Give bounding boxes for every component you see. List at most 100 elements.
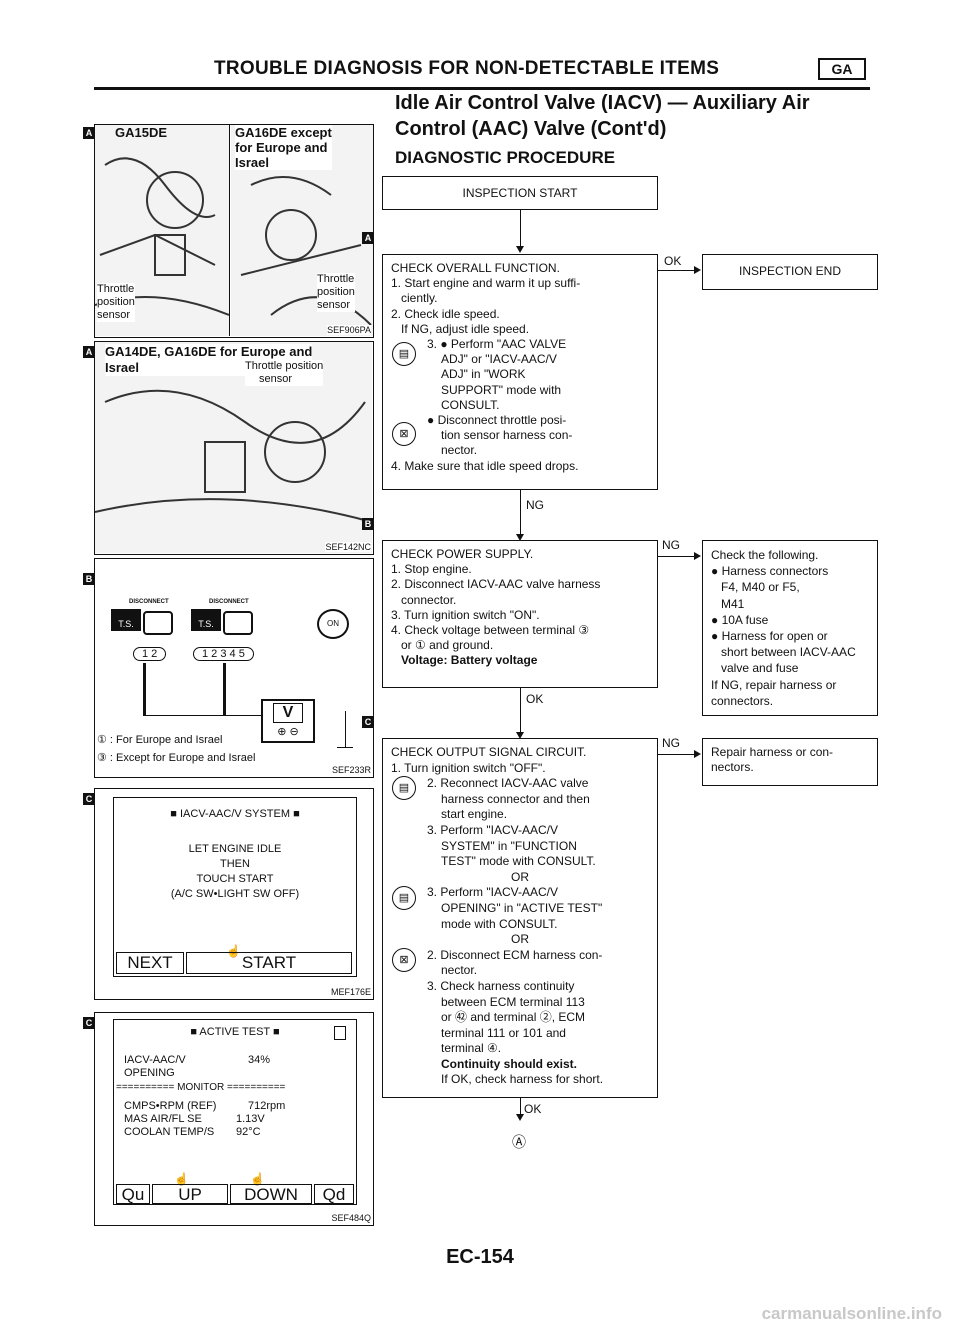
flow-connector: [520, 1098, 521, 1116]
flow-arrow: [694, 750, 701, 758]
ng-label: NG: [662, 736, 680, 750]
flow-connector: [658, 270, 696, 271]
checkbox-icon: [334, 1026, 346, 1040]
ng-label: NG: [662, 538, 680, 552]
flow-arrow: [694, 266, 701, 274]
disconnect-label-2: DISCONNECT: [209, 599, 249, 605]
figure-code: MEF176E: [330, 987, 371, 997]
screen-heading: ■ IACV-AAC/V SYSTEM ■: [170, 808, 300, 820]
engine-illustration: [95, 389, 372, 523]
ignition-on-icon: ON: [317, 609, 349, 639]
ng-label: NG: [526, 498, 544, 512]
hand-icon: ☝: [226, 944, 241, 958]
flow-arrow: [516, 246, 524, 253]
check-overall-function-box: CHECK OVERALL FUNCTION. 1. Start engine …: [382, 254, 658, 490]
flow-tag-c: C: [362, 716, 374, 728]
header-rule: [94, 87, 870, 90]
ts-icon: T.S.: [111, 609, 141, 631]
flow-connector: [520, 210, 521, 248]
page-subtitle-line1: Idle Air Control Valve (IACV) — Auxiliar…: [395, 92, 810, 114]
qu-button[interactable]: Qu: [116, 1184, 150, 1204]
start-button[interactable]: START: [186, 952, 352, 974]
section-badge: GA: [818, 58, 866, 80]
flow-connector: [658, 754, 696, 755]
figure-code: SEF142NC: [325, 542, 371, 552]
section-heading: DIAGNOSTIC PROCEDURE: [395, 148, 616, 167]
consult-icon: ▤: [392, 886, 416, 910]
next-button[interactable]: NEXT: [116, 952, 184, 974]
inspection-start-box: INSPECTION START: [382, 176, 658, 210]
disconnect-label-1: DISCONNECT: [129, 599, 169, 605]
engine-photo-ga14de: [95, 342, 372, 553]
figure-code: SEF233R: [331, 765, 371, 775]
badge-label: GA: [831, 61, 853, 77]
hand-icon: ☝: [174, 1172, 189, 1186]
ground-lead: [345, 711, 346, 747]
ok-label: OK: [664, 254, 682, 268]
disconnect-icon: ⊠: [392, 948, 416, 972]
probe-lead: [223, 663, 226, 715]
watermark: carmanualsonline.info: [761, 1304, 942, 1323]
figure-b-note-2: ③ : Except for Europe and Israel: [97, 752, 256, 764]
figure-a1-title: GA15DE: [115, 125, 168, 140]
qd-button[interactable]: Qd: [314, 1184, 354, 1204]
flow-connector: [520, 688, 521, 734]
flow-connector: [520, 490, 521, 536]
flow-arrow: [516, 534, 524, 541]
flow-tag-a: A: [362, 232, 374, 244]
flow-arrow: [694, 552, 701, 560]
page-title: TROUBLE DIAGNOSIS FOR NON-DETECTABLE ITE…: [214, 58, 720, 79]
inspection-end-box: INSPECTION END: [702, 254, 878, 290]
check-following-box: Check the following. ● Harness connector…: [702, 540, 878, 716]
flow-connector: [658, 556, 696, 557]
figure-code: SEF906PA: [327, 325, 371, 335]
probe-lead: [143, 715, 263, 716]
probe-lead: [143, 663, 146, 715]
monitor-divider: ========== MONITOR ==========: [116, 1082, 286, 1093]
flow-arrow: [516, 1114, 524, 1121]
up-button[interactable]: UP: [152, 1184, 228, 1204]
connector-icon: [223, 611, 253, 635]
ts-icon: T.S.: [191, 609, 221, 631]
flow-arrow: [516, 732, 524, 739]
page-number: EC-154: [446, 1246, 514, 1268]
voltmeter-icon: V ⊕ ⊖: [261, 699, 315, 743]
consult-icon: ▤: [392, 776, 416, 800]
ground-symbol: [337, 747, 353, 748]
repair-harness-box: Repair harness or con- nectors.: [702, 738, 878, 786]
connector-pins-2: 1 2 3 4 5: [193, 647, 254, 661]
screen-heading: ■ ACTIVE TEST ■: [190, 1026, 280, 1038]
figure-tag-a: A: [83, 346, 95, 358]
page-subtitle-line2: Control (AAC) Valve (Cont'd): [395, 118, 667, 140]
figure-divider: [229, 125, 230, 336]
figure-tag-c: C: [83, 1017, 95, 1029]
figure-tag-a: A: [83, 127, 95, 139]
figure-b-note-1: ① : For Europe and Israel: [97, 734, 223, 746]
connector-pins-1: 1 2: [133, 647, 167, 661]
flow-tag-b: B: [362, 518, 374, 530]
figure-b-voltage-check: B DISCONNECT DISCONNECT T.S. T.S. ON 1 2…: [83, 558, 374, 778]
figure-code: SEF484Q: [331, 1213, 371, 1223]
continuation-marker: Ⓐ: [512, 1134, 526, 1150]
consult-icon: ▤: [392, 342, 416, 366]
down-button[interactable]: DOWN: [230, 1184, 312, 1204]
check-output-signal-box: CHECK OUTPUT SIGNAL CIRCUIT. 1. Turn ign…: [382, 738, 658, 1098]
hand-icon: ☝: [250, 1172, 265, 1186]
check-power-supply-box: CHECK POWER SUPPLY. 1. Stop engine. 2. D…: [382, 540, 658, 688]
ok-label: OK: [526, 692, 544, 706]
figure-tag-b: B: [83, 573, 95, 585]
figure-tag-c: C: [83, 793, 95, 805]
